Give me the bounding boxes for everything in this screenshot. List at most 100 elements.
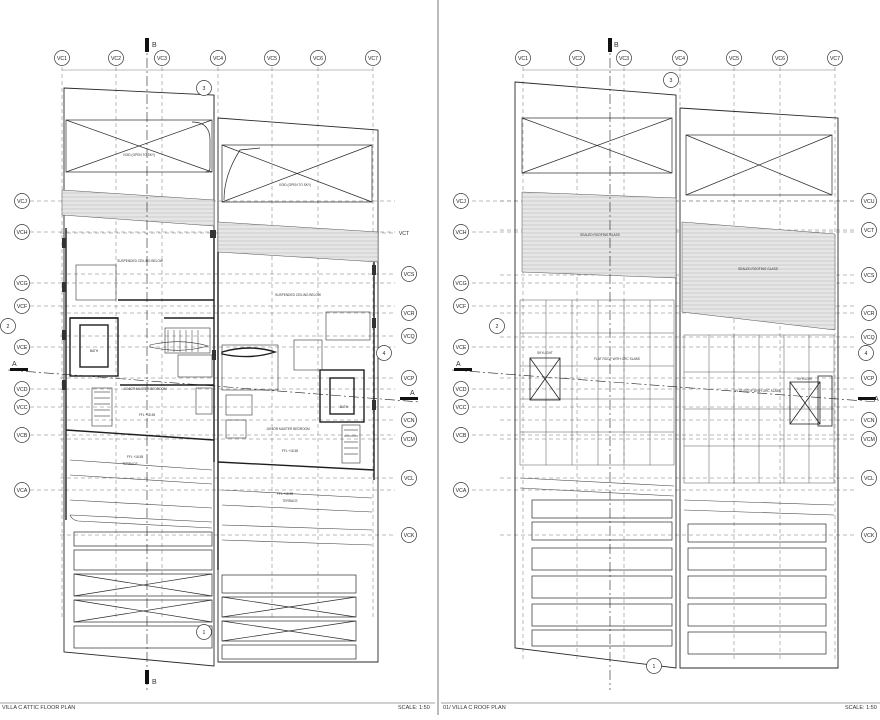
left-grid-row-vcp-bubble (401, 370, 417, 386)
right-grid-row-vcu-label: VCU (864, 199, 875, 205)
right-grid-row-vce-label: VCE (456, 345, 467, 351)
right-grid-row-vce-bubble (453, 339, 469, 355)
right-grid-row-vck-label: VCK (864, 533, 875, 539)
left-section-b-bottom: B (152, 679, 157, 686)
left-grid-col-vc5-label: VC5 (267, 56, 277, 62)
left-callout-1-label: 1 (203, 630, 206, 636)
left-void-label-2: VOID (OPEN TO SKY) (279, 183, 311, 187)
right-grid-row-vcp-bubble (861, 370, 877, 386)
left-grid-row-vcf-bubble (14, 298, 30, 314)
left-grid-col-vc7-bubble (365, 50, 381, 66)
left-grid-row-vcs-label: VCS (404, 272, 415, 278)
left-grid-row-vcj-bubble (14, 193, 30, 209)
left-ceiling-label-2: SUSPENDED CEILING BELOW (275, 293, 321, 297)
left-grid-row-vcl-bubble (401, 470, 417, 486)
left-grid-row-vcn-bubble (401, 412, 417, 428)
left-grid-row-vcs-bubble (401, 266, 417, 282)
right-grid-col-vc3-label: VC3 (619, 56, 629, 62)
left-callout-3-label: 3 (203, 86, 206, 92)
right-glass-label-2: SEALED ROOFING GLASS (738, 267, 778, 271)
right-glass-label-1: SEALED ROOFING GLASS (580, 233, 620, 237)
right-grid-row-vcf-label: VCF (456, 304, 466, 310)
right-grid-col-vc6-bubble (772, 50, 788, 66)
right-grid-row-vct-bubble (861, 222, 877, 238)
right-grid-row-vcp-label: VCP (864, 376, 875, 382)
right-grid-row-vcm-label: VCM (863, 437, 875, 443)
left-grid-row-vcj-label: VCJ (17, 199, 27, 205)
left-grid-col-vc4-label: VC4 (213, 56, 223, 62)
left-grid-col-vc5-bubble (264, 50, 280, 66)
right-section-a-right: A (874, 396, 879, 403)
left-grid-row-vct: VCT (399, 231, 410, 237)
right-grid-row-vcn-label: VCN (864, 418, 875, 424)
right-grid-row-vcm-bubble (861, 431, 877, 447)
left-grid-col-vc6-label: VC6 (313, 56, 323, 62)
right-grid-row-vcd-bubble (453, 381, 469, 397)
right-grid-col-vc7-label: VC7 (830, 56, 840, 62)
right-section-b-top: B (614, 42, 619, 49)
right-grid-row-vcr-label: VCR (864, 311, 875, 317)
left-grid-col-vc1-bubble (54, 50, 70, 66)
left-grid-row-vcf-label: VCF (17, 304, 27, 310)
right-grid-col-vc5-label: VC5 (729, 56, 739, 62)
left-sheet-title: VILLA C ATTIC FLOOR PLAN (2, 705, 76, 711)
left-callout-3-bubble (196, 80, 212, 96)
right-grid-row-vch-bubble (453, 224, 469, 240)
right-grid-row-vcu-bubble (861, 193, 877, 209)
left-grid-row-vce-bubble (14, 339, 30, 355)
right-grid-row-vcf-bubble (453, 298, 469, 314)
right-callout-2-label: 2 (496, 324, 499, 330)
right-grid-row-vcq-bubble (861, 329, 877, 345)
right-grid-col-vc2-bubble (569, 50, 585, 66)
left-grid-row-vcd-label: VCD (17, 387, 28, 393)
left-grid-col-vc7-label: VC7 (368, 56, 378, 62)
right-grid-row-vcs-label: VCS (864, 273, 875, 279)
left-grid-row-vck-bubble (401, 527, 417, 543)
right-callout-1-bubble (646, 658, 662, 674)
right-callout-2-bubble (489, 318, 505, 334)
left-bath-label-1: BATH (90, 349, 99, 353)
left-grid-row-vcg-bubble (14, 275, 30, 291)
roof-plan (451, 38, 879, 690)
right-grid-row-vch-label: VCH (456, 230, 467, 236)
right-grid-row-vcg-label: VCG (455, 281, 466, 287)
right-grid-row-vcb-bubble (453, 427, 469, 443)
left-grid-row-vcq-label: VCQ (403, 334, 414, 340)
left-grid-row-vch-label: VCH (17, 230, 28, 236)
right-grid-row-vcg-bubble (453, 275, 469, 291)
left-grid-row-vck-label: VCK (404, 533, 415, 539)
right-grid-row-vcj-bubble (453, 193, 469, 209)
left-ffl-3: FFL +18.55 (282, 449, 298, 453)
left-grid-col-vc2-bubble (108, 50, 124, 66)
left-grid-row-vcm-bubble (401, 431, 417, 447)
left-grid-row-vcr-bubble (401, 305, 417, 321)
right-callout-3-label: 3 (670, 78, 673, 84)
right-grid-col-vc1-label: VC1 (518, 56, 528, 62)
right-grid-col-vc4-label: VC4 (675, 56, 685, 62)
left-grid-col-vc6-bubble (310, 50, 326, 66)
left-callout-1-bubble (196, 624, 212, 640)
left-grid-col-vc3-bubble (154, 50, 170, 66)
left-bath-label-2: BATH (340, 405, 349, 409)
left-callout-4-bubble (376, 345, 392, 361)
left-grid-row-vcd-bubble (14, 381, 30, 397)
right-grid-row-vcr-bubble (861, 305, 877, 321)
right-grid-row-vcq-label: VCQ (863, 335, 874, 341)
right-roof-label-2: FLAT ROOF WITH GRC SLABS (735, 389, 781, 393)
right-grid-row-vct-label: VCT (864, 228, 875, 234)
right-grid-row-vcb-label: VCB (456, 433, 467, 439)
left-ceiling-label-1: SUSPENDED CEILING BELOW (117, 259, 163, 263)
left-grid-row-vch-bubble (14, 224, 30, 240)
right-roof-label-1: FLAT ROOF WITH GRC SLABS (594, 357, 640, 361)
right-grid-row-vcc-label: VCC (456, 405, 467, 411)
left-terrace-label-2: TERRACE (282, 499, 297, 503)
right-section-a-left: A (456, 361, 461, 368)
right-grid-row-vcc-bubble (453, 399, 469, 415)
right-callout-1-label: 1 (653, 664, 656, 670)
attic-floor-plan (7, 38, 421, 690)
right-grid-col-vc7-bubble (827, 50, 843, 66)
right-grid-row-vcn-bubble (861, 412, 877, 428)
left-terrace-label-1: TERRACE (122, 462, 137, 466)
right-callout-3-bubble (663, 72, 679, 88)
